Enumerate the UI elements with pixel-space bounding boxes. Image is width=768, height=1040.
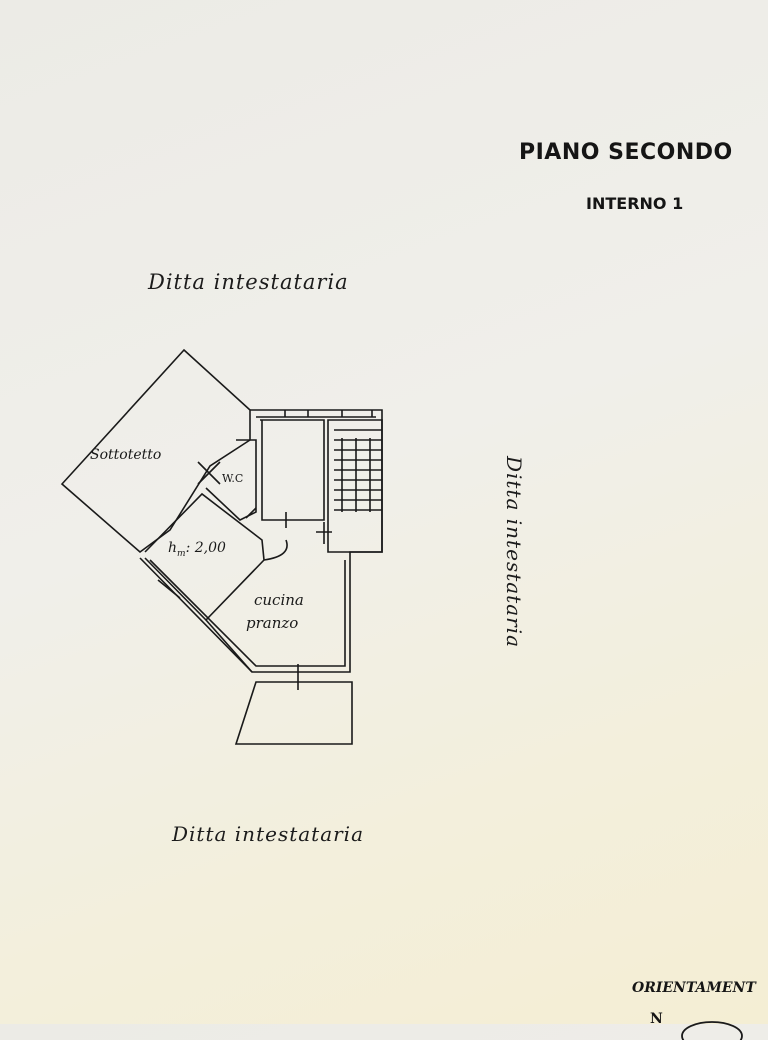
unit-inner-wall-2 [149,559,346,667]
unit-label: INTERNO 1 [586,194,684,213]
balcony [234,681,353,745]
height-symbol: h [168,540,178,556]
wc-walls [205,439,257,521]
door-mark [245,507,332,690]
compass-icon [681,1021,743,1040]
room-kitchen-label-1: cucina [254,591,304,609]
sill-mark [157,579,181,599]
door-swing [263,539,288,561]
stair-rails [341,438,371,512]
height-subscript: m [177,548,186,559]
neighbor-label-top: Ditta intestataria [148,270,349,294]
attic-outline [60,348,251,554]
height-value: : 2,00 [185,540,226,556]
stair-enclosure [327,419,383,553]
window-mark [284,410,373,417]
room-attic-label: Sottotetto [90,447,162,463]
floor-title: PIANO SECONDO [519,140,733,165]
low-room-walls [144,492,265,622]
neighbor-label-bottom: Ditta intestataria [172,822,365,846]
kitchen-divider [205,619,253,673]
wc-cross [197,461,221,485]
room-block [260,419,325,521]
orientation-label: ORIENTAMENT [632,980,756,996]
room-wc-label: W.C [222,472,244,485]
north-letter: N [650,1011,663,1027]
room-kitchen-label-2: pranzo [246,614,299,632]
stair-treads [334,429,382,511]
room-height-label: hm: 2,00 [168,540,226,559]
